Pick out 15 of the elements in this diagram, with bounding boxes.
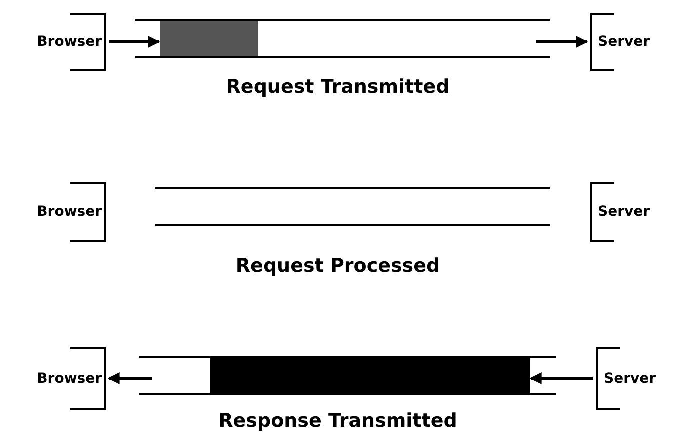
endpoint-label: Browser [37,204,102,220]
arrow [109,36,160,48]
arrow [108,372,152,384]
endpoint-label: Server [598,204,650,220]
endpoint-label: Browser [37,370,102,386]
stage-caption: Request Transmitted [226,76,450,98]
endpoint-label: Server [604,370,656,386]
stage-caption: Response Transmitted [218,410,458,432]
endpoint-label: Server [598,34,650,50]
arrow [530,372,593,384]
arrow [536,36,588,48]
stage-caption: Request Processed [236,255,440,277]
response-block [210,358,530,393]
packet-block [160,21,258,56]
endpoint-label: Browser [37,34,102,50]
